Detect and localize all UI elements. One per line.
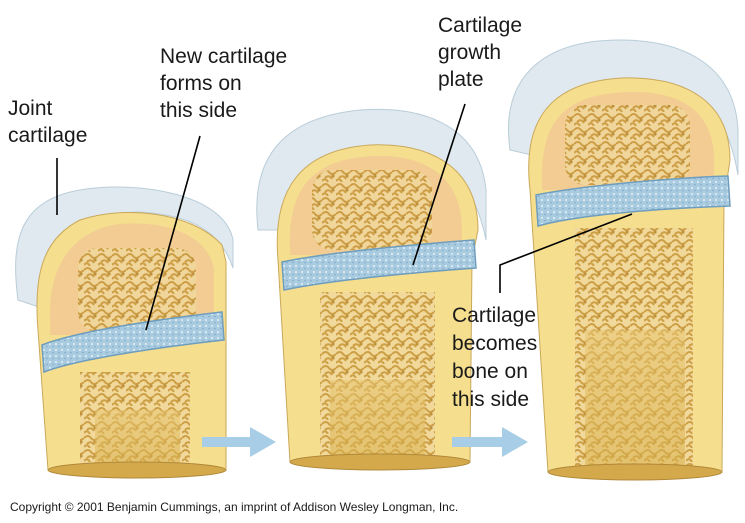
leader-new-cartilage [145,135,201,331]
shaft-cut-end [47,461,227,479]
copyright-credit: Copyright © 2001 Benjamin Cummings, an i… [10,500,458,514]
progression-arrow-1 [202,427,276,457]
label-new-cartilage: New cartilage forms on this side [160,45,293,122]
spongy-bone-upper [78,248,196,332]
leader-growth-plate [412,103,466,266]
label-joint-cartilage: Joint cartilage [8,97,87,147]
progression-arrow-2 [452,427,528,457]
bone-stage-3 [508,39,739,481]
shaft-fibers [330,380,425,458]
label-growth-plate: Cartilage growth plate [438,14,528,91]
bone-stage-2 [256,108,487,471]
growth-plate-3 [535,175,731,227]
spongy-bone-upper [565,105,690,185]
label-becomes-bone: Cartilage becomes bone on this side [452,304,543,411]
shaft-cut-end [547,463,723,481]
shaft-fibers [95,410,180,468]
bone-stage-1 [15,186,234,479]
growth-plate-2 [281,239,477,291]
shaft-fibers [585,330,685,468]
spongy-bone-upper [312,170,432,250]
shaft-cut-end [289,453,471,471]
leader-becomes-bone [499,213,633,293]
growth-plate-1 [41,311,225,374]
